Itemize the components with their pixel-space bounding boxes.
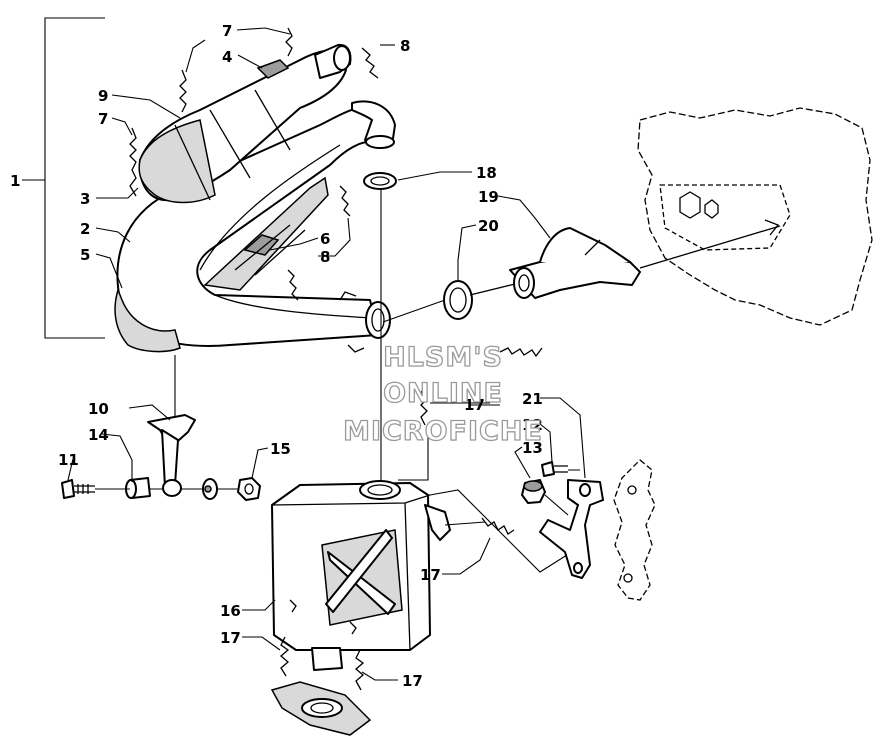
frame-hole: [627, 485, 637, 495]
spacer-14: [125, 477, 151, 499]
callouts: 1 2 3 4 5 6 7 7 8 8 9 10 11 12 13 14 15 …: [10, 22, 543, 690]
callout-8-top: 8: [400, 37, 410, 55]
nut-15: [237, 477, 261, 501]
watermark: HLSM'S ONLINE MICROFICHE: [342, 341, 543, 447]
callout-18: 18: [476, 164, 497, 182]
gasket-18: [363, 172, 397, 190]
alignment-line: [429, 489, 579, 573]
muffler-gasket-plate: [270, 681, 372, 736]
callout-14: 14: [88, 426, 109, 444]
callout-20: 20: [478, 217, 499, 235]
callout-17-lower-left: 17: [220, 629, 241, 647]
callout-8-mid: 8: [320, 248, 330, 266]
callout-21: 21: [522, 390, 543, 408]
watermark-line-3: MICROFICHE: [343, 416, 543, 447]
callout-10: 10: [88, 400, 109, 418]
callout-15: 15: [270, 440, 291, 458]
grommet-13: [521, 479, 546, 504]
frame-hole: [623, 573, 633, 583]
grommet: [162, 479, 182, 497]
callout-12: 12: [522, 416, 543, 434]
callout-6: 6: [320, 230, 330, 248]
mount-bracket-21: [539, 479, 604, 579]
resonator-can: [138, 43, 352, 204]
spring-17c: [481, 517, 515, 535]
spring-8c: [287, 269, 299, 301]
callout-7-left: 7: [98, 110, 108, 128]
spring-17e: [355, 649, 365, 691]
engine-outline: [637, 107, 873, 326]
watermark-line-1: HLSM'S: [383, 342, 503, 373]
callout-4: 4: [222, 48, 232, 66]
alignment-line: [382, 299, 446, 323]
callout-2: 2: [80, 220, 90, 238]
spring-7c: [285, 27, 293, 57]
assembly-1-bracket: [22, 17, 105, 339]
callout-7-top: 7: [222, 22, 232, 40]
spring-17d: [280, 636, 290, 677]
frame-bracket-outline: [613, 459, 656, 601]
spring-8a: [361, 47, 379, 79]
callout-5: 5: [80, 246, 90, 264]
callout-13: 13: [522, 439, 543, 457]
spring-17b: [420, 384, 428, 426]
hanger-bracket-10: [147, 414, 196, 488]
callout-17-upper: 17: [464, 396, 485, 414]
alignment-line: [398, 425, 429, 481]
callout-3: 3: [80, 190, 90, 208]
alignment-line: [639, 225, 781, 269]
spring-7b: [129, 127, 137, 197]
washer: [202, 478, 218, 500]
callout-17-right: 17: [420, 566, 441, 584]
callout-17-lower-right: 17: [402, 672, 423, 690]
spring-7a: [179, 69, 187, 113]
callout-9: 9: [98, 87, 108, 105]
alignment-line: [544, 469, 580, 516]
seal-20: [443, 280, 473, 320]
heat-shield: [203, 176, 329, 291]
leader-lines: [67, 27, 586, 681]
spring-17a: [499, 347, 543, 358]
alignment-line: [444, 521, 486, 526]
muffler: [271, 480, 451, 671]
watermark-line-2: ONLINE: [383, 378, 503, 409]
bolt-12: [541, 461, 568, 477]
exhaust-manifold: [469, 225, 781, 299]
callout-19: 19: [478, 188, 499, 206]
callout-16: 16: [220, 602, 241, 620]
callout-1: 1: [10, 172, 20, 190]
bolt-11: [61, 479, 95, 499]
spring-8b: [339, 185, 351, 217]
callout-11: 11: [58, 451, 79, 469]
